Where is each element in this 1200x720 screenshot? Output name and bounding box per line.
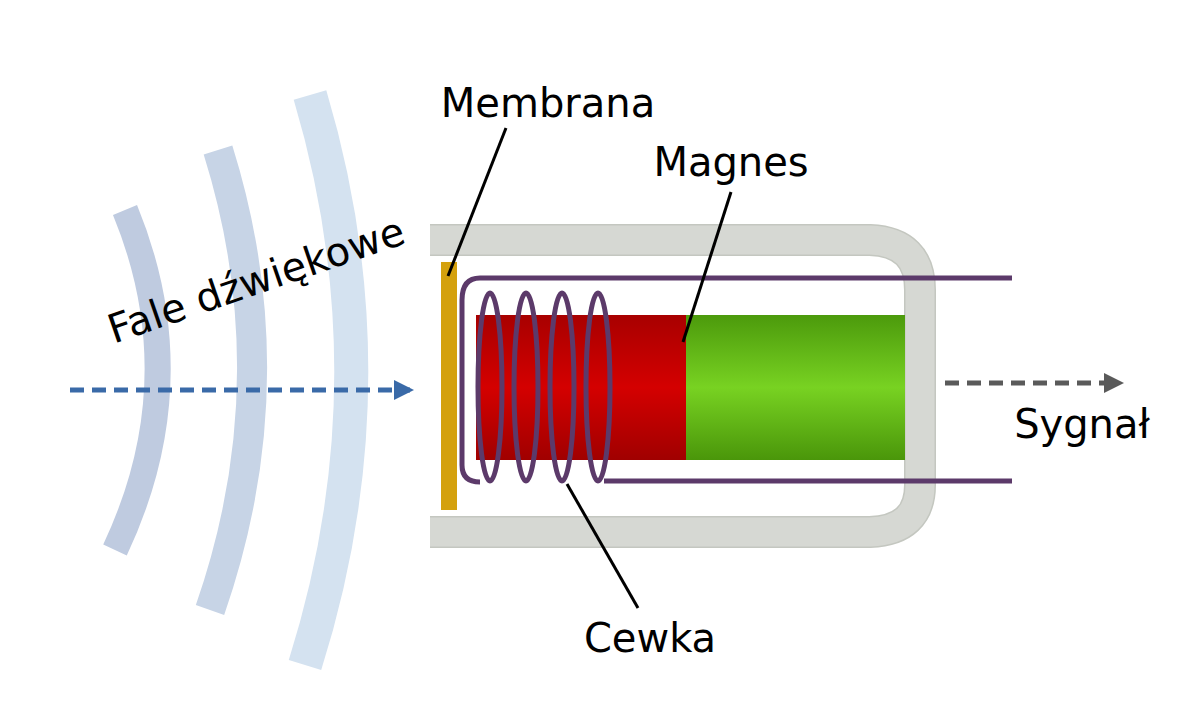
magnet-red bbox=[476, 315, 686, 460]
sound-arrow bbox=[70, 388, 410, 393]
coil-turn bbox=[514, 293, 538, 481]
part-label: Cewka bbox=[584, 616, 716, 660]
coil-wire bbox=[604, 479, 1012, 484]
leader-line bbox=[567, 484, 638, 608]
part-label: Magnes bbox=[653, 140, 808, 184]
leader-line bbox=[448, 128, 506, 276]
coil-turn bbox=[478, 293, 502, 481]
magnet-green bbox=[686, 315, 905, 460]
sound-wave bbox=[305, 95, 351, 665]
part-label: Membrana bbox=[441, 81, 655, 125]
signal-label: Sygnał bbox=[1014, 402, 1150, 446]
membrane bbox=[441, 262, 457, 510]
coil-wire bbox=[462, 278, 1012, 482]
sound-wave bbox=[210, 150, 252, 610]
leader-line bbox=[683, 192, 731, 342]
signal-arrow bbox=[945, 381, 1120, 386]
coil bbox=[478, 293, 610, 481]
housing bbox=[430, 240, 920, 532]
coil-turn bbox=[550, 293, 574, 481]
housing bbox=[430, 240, 920, 532]
coil-turn bbox=[586, 293, 610, 481]
sound-wave bbox=[115, 210, 158, 550]
